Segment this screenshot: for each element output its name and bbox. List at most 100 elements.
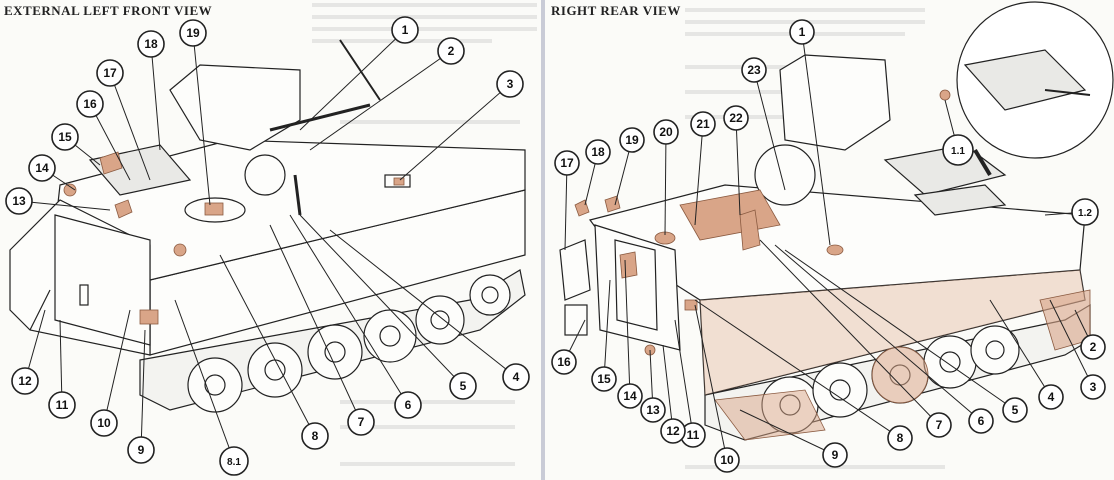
right-callout-9: 9 (822, 442, 848, 468)
right-callout-5: 5 (1002, 397, 1028, 423)
callout-circle (219, 446, 249, 476)
callout-circle (887, 425, 913, 451)
left-leader-line (299, 214, 464, 387)
callout-number: 3 (1090, 380, 1097, 394)
right-callout-19: 19 (619, 127, 645, 153)
callout-circle (496, 70, 524, 98)
left-callout-19: 19 (179, 19, 207, 47)
callout-circle (926, 412, 952, 438)
left-callout-3: 3 (496, 70, 524, 98)
callout-number: 14 (623, 389, 637, 403)
highlighted-components (63, 151, 405, 325)
right-callout-13: 13 (640, 397, 666, 423)
left-callout-8: 8 (301, 422, 329, 450)
callout-number: 13 (646, 403, 660, 417)
right-callout-18: 18 (585, 139, 611, 165)
callout-number: 19 (625, 133, 639, 147)
panel-divider (541, 0, 545, 480)
callout-number: 14 (35, 161, 49, 175)
callout-circle (660, 418, 686, 444)
right-callout-17: 17 (554, 150, 580, 176)
callout-number: 17 (103, 66, 117, 80)
right-leader-line (801, 31, 831, 246)
callout-number: 6 (978, 414, 985, 428)
left-callout-8-1: 8.1 (219, 446, 249, 476)
left-leader-line (309, 50, 452, 151)
callout-circle (653, 119, 679, 145)
right-callout-10: 10 (714, 447, 740, 473)
callout-circle (127, 436, 155, 464)
right-leader-line (624, 259, 631, 397)
callout-number: 8 (312, 429, 319, 443)
callout-number: 11 (687, 428, 700, 442)
callout-circle (591, 366, 617, 392)
right-callout-16: 16 (551, 349, 577, 375)
callout-circle (90, 409, 118, 437)
right-callout-14: 14 (617, 383, 643, 409)
callout-number: 21 (696, 117, 710, 131)
callout-number: 6 (405, 398, 412, 412)
callout-circle (640, 397, 666, 423)
left-leader-line (89, 103, 131, 181)
left-callout-16: 16 (76, 90, 104, 118)
left-leader-line (103, 309, 131, 424)
callout-circle (179, 19, 207, 47)
callout-number: 9 (832, 448, 839, 462)
callout-number: 13 (12, 194, 26, 208)
callout-circle (822, 442, 848, 468)
right-leader-line (989, 299, 1052, 398)
callout-circle (968, 408, 994, 434)
callout-number: 11 (56, 398, 69, 412)
callout-number: 1.1 (951, 146, 965, 157)
right-callout-4: 4 (1038, 384, 1064, 410)
left-leader-line (299, 29, 406, 131)
right-callout-3: 3 (1080, 374, 1106, 400)
callout-number: 23 (747, 63, 761, 77)
right-callout-7: 7 (926, 412, 952, 438)
right-callout-1-2: 1.2 (1071, 198, 1099, 226)
left-leader-line (269, 224, 362, 423)
callout-circle (1080, 334, 1106, 360)
callout-number: 5 (460, 379, 467, 393)
callout-circle (1038, 384, 1064, 410)
callout-number: 1.2 (1078, 208, 1092, 219)
right-callout-8: 8 (887, 425, 913, 451)
left-leader-line (219, 254, 316, 437)
callout-number: 8.1 (227, 457, 241, 468)
right-leader-line (603, 279, 611, 380)
callout-circle (502, 363, 530, 391)
left-callout-14: 14 (28, 154, 56, 182)
callout-circle (741, 57, 767, 83)
right-leader-line (1049, 299, 1094, 388)
right-leader-line (674, 319, 694, 436)
left-leader-line (192, 32, 211, 206)
callout-number: 18 (144, 37, 158, 51)
callout-circle (942, 134, 974, 166)
callout-number: 12 (666, 424, 680, 438)
callout-number: 3 (507, 77, 514, 91)
left-leader-line (150, 43, 161, 151)
left-view-title: EXTERNAL LEFT FRONT VIEW (4, 3, 213, 18)
left-leader-line (174, 299, 235, 462)
callout-circle (137, 30, 165, 58)
callout-number: 12 (18, 374, 32, 388)
left-callout-7: 7 (347, 408, 375, 436)
callout-number: 20 (659, 125, 673, 139)
callout-circle (551, 349, 577, 375)
right-leader-line (694, 299, 901, 439)
right-callout-23: 23 (741, 57, 767, 83)
vehicle-left-front (9, 39, 526, 413)
right-callout-12: 12 (660, 418, 686, 444)
callout-circle (1080, 374, 1106, 400)
right-callout-22: 22 (723, 105, 749, 131)
left-callout-6: 6 (394, 391, 422, 419)
callout-circle (617, 383, 643, 409)
left-callout-13: 13 (5, 187, 33, 215)
callout-number: 18 (591, 145, 605, 159)
left-callout-11: 11 (48, 391, 76, 419)
callout-number: 16 (557, 355, 571, 369)
callout-number: 5 (1012, 403, 1019, 417)
callout-circle (1002, 397, 1028, 423)
callout-number: 10 (720, 453, 734, 467)
